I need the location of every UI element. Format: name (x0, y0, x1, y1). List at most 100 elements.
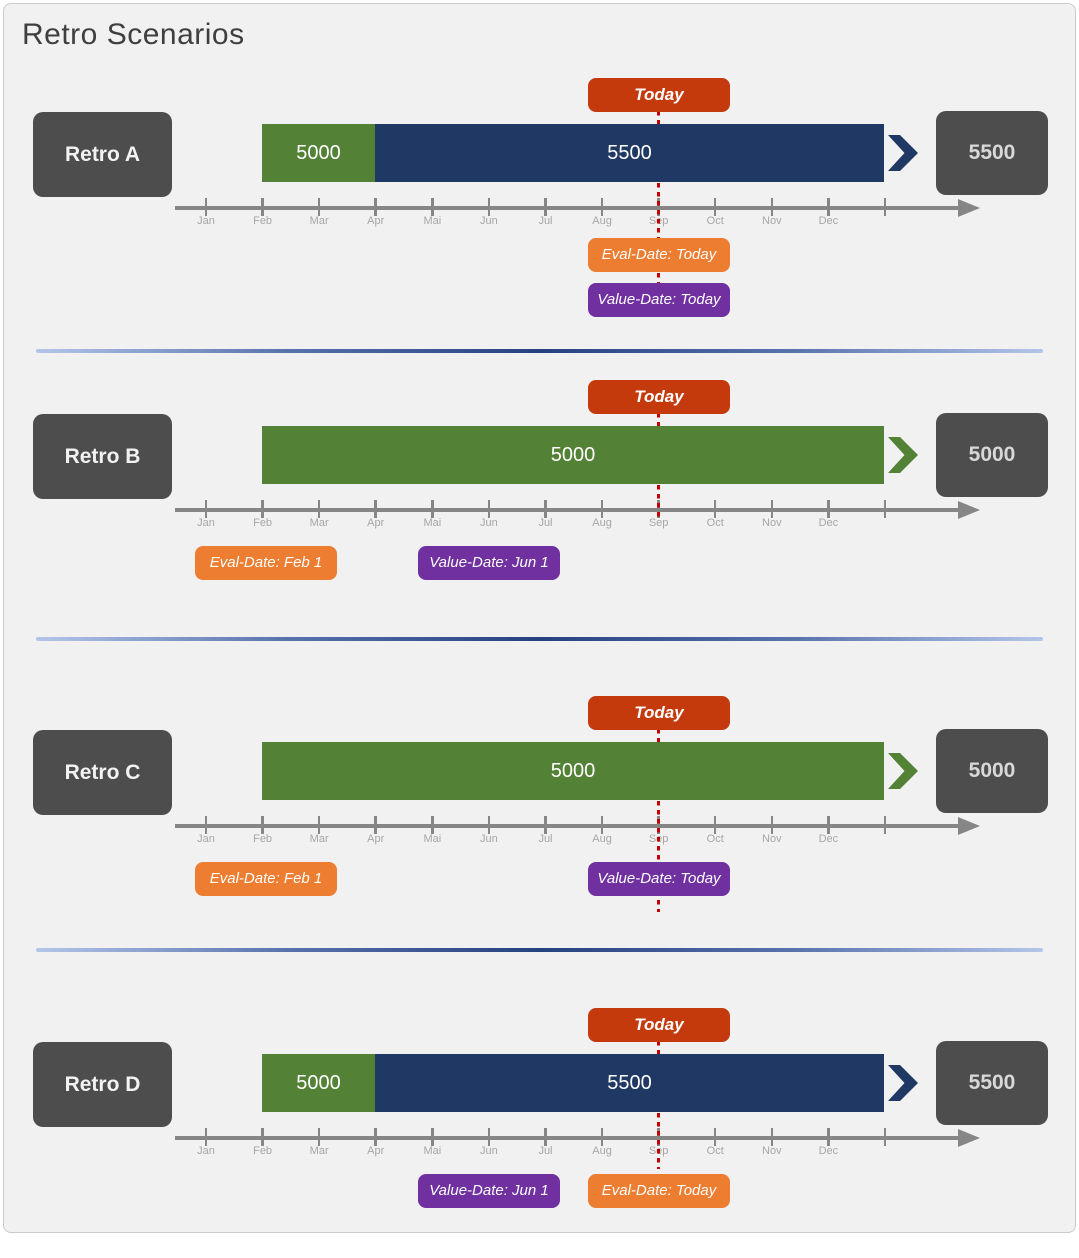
month-label: Nov (762, 1145, 782, 1157)
month-label: Jul (538, 833, 553, 845)
month-tick (713, 816, 717, 834)
month-label: Mar (309, 215, 329, 227)
month-label: Jun (480, 1145, 498, 1157)
month-label: Aug (592, 517, 612, 529)
month-tick (827, 500, 830, 518)
today-badge: Today (588, 78, 730, 112)
month-label: Jul (538, 215, 553, 227)
month-label: Jan (197, 1145, 215, 1157)
chevron-right-icon (888, 135, 918, 171)
page-title: Retro Scenarios (22, 18, 245, 51)
section-divider (36, 349, 1043, 353)
axis-arrowhead-icon (958, 1129, 980, 1147)
today-badge: Today (588, 696, 730, 730)
chevron-right-icon (888, 1065, 918, 1101)
month-label: Oct (706, 1145, 724, 1157)
month-tick (204, 1128, 208, 1146)
month-tick (827, 816, 830, 834)
month-tick (770, 816, 774, 834)
axis-line (175, 1136, 962, 1140)
value-date-badge: Value-Date: Jun 1 (418, 1174, 560, 1208)
section-divider (36, 637, 1043, 641)
month-label: Feb (253, 1145, 273, 1157)
month-tick (713, 1128, 717, 1146)
month-label: Dec (818, 833, 839, 845)
month-label: Jul (538, 517, 553, 529)
result-box: 5000 (936, 729, 1048, 813)
month-label: Jun (480, 517, 498, 529)
today-badge: Today (588, 380, 730, 414)
month-tick (544, 816, 547, 834)
month-label: Oct (706, 215, 724, 227)
result-box: 5500 (936, 111, 1048, 195)
value-date-badge: Value-Date: Jun 1 (418, 546, 560, 580)
scenario-row-d: Retro D Today JanFebMarAprMaiJunJulAugSe… (0, 1008, 1079, 1258)
today-marker-line (657, 111, 660, 316)
month-label: Oct (706, 517, 724, 529)
month-tick (204, 198, 208, 216)
scenario-label-box: Retro B (33, 414, 172, 499)
month-tick (827, 1128, 830, 1146)
month-label: Jan (197, 215, 215, 227)
eval-date-badge: Eval-Date: Feb 1 (195, 862, 337, 896)
month-label: Aug (592, 1145, 612, 1157)
axis-arrowhead-icon (958, 501, 980, 519)
month-label: Dec (818, 517, 839, 529)
axis-line (175, 508, 962, 512)
month-tick (487, 1128, 491, 1146)
month-tick (487, 198, 491, 216)
month-label: Jan (197, 517, 215, 529)
month-tick (883, 198, 887, 216)
bar-segment-green: 5000 (262, 124, 375, 182)
month-tick (317, 816, 321, 834)
month-tick (261, 198, 264, 216)
month-tick (317, 500, 321, 518)
month-tick (600, 1128, 604, 1146)
month-label: Nov (762, 833, 782, 845)
scenario-name: Retro C (64, 760, 141, 784)
month-label: Dec (818, 215, 839, 227)
bar-segment-green: 5000 (262, 742, 884, 800)
scenario-row-a: Retro A Today JanFebMarAprMaiJunJulAugSe… (0, 78, 1079, 328)
month-tick (883, 1128, 887, 1146)
month-label: Feb (253, 215, 273, 227)
month-tick (261, 500, 264, 518)
scenario-name: Retro A (64, 142, 141, 166)
month-label: Apr (367, 1145, 385, 1157)
month-tick (544, 198, 547, 216)
month-label: Apr (367, 517, 385, 529)
chevron-right-icon (888, 437, 918, 473)
month-label: Jun (480, 833, 498, 845)
month-tick (431, 198, 434, 216)
month-label: Feb (253, 517, 273, 529)
eval-date-badge: Eval-Date: Today (588, 1174, 730, 1208)
month-tick (431, 816, 434, 834)
month-label: Nov (762, 215, 782, 227)
today-badge: Today (588, 1008, 730, 1042)
month-tick (713, 198, 717, 216)
axis-line (175, 824, 962, 828)
month-tick (317, 198, 321, 216)
month-tick (317, 1128, 321, 1146)
scenario-name: Retro D (64, 1072, 141, 1096)
month-tick (261, 816, 264, 834)
month-label: Sep (648, 517, 669, 529)
month-tick (544, 500, 547, 518)
month-label: Oct (706, 833, 724, 845)
month-tick (883, 500, 887, 518)
month-tick (261, 1128, 264, 1146)
bar-segment-navy: 5500 (375, 124, 884, 182)
chevron-right-icon (888, 753, 918, 789)
eval-date-badge: Eval-Date: Today (588, 238, 730, 272)
month-label: Apr (367, 215, 385, 227)
scenario-label-box: Retro C (33, 730, 172, 815)
month-label: Mai (423, 215, 442, 227)
month-tick (204, 816, 208, 834)
bar-segment-navy: 5500 (375, 1054, 884, 1112)
month-label: Jan (197, 833, 215, 845)
month-tick (544, 1128, 547, 1146)
month-label: Mai (423, 833, 442, 845)
